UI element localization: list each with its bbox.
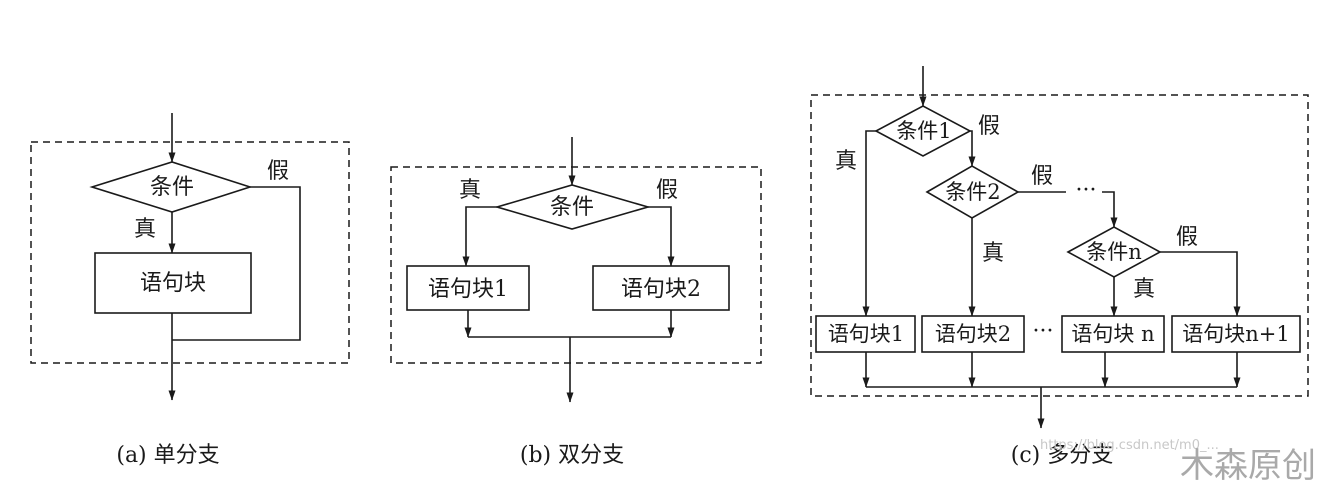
multi-cond1-label: 条件1 [896, 119, 951, 143]
multi-cond-ellipsis: ··· [1076, 178, 1097, 203]
multi-block-ellipsis: ··· [1033, 319, 1054, 344]
multi-false1-label: 假 [978, 114, 1000, 139]
single-block-label: 语句块 [140, 271, 206, 296]
double-false-label: 假 [656, 178, 678, 203]
single-dashed-frame [30, 141, 350, 364]
multi-branch-diagram: 条件1 真 假 条件2 真 假 ··· 条件n 真 假 语句块1 语句块2 ··… [810, 66, 1309, 468]
double-false-arrow [648, 206, 675, 267]
multi-caption: (c) 多分支 [1011, 443, 1113, 468]
single-caption: (a) 单分支 [116, 443, 219, 468]
double-true-label: 真 [459, 178, 481, 203]
multi-truen-label: 真 [1133, 277, 1155, 302]
multi-true2-label: 真 [982, 241, 1004, 266]
double-block1-label: 语句块1 [428, 277, 508, 302]
multi-false1-arrow [968, 130, 976, 167]
single-true-label: 真 [134, 217, 156, 242]
multi-block2-box [921, 315, 1025, 353]
single-condition-label: 条件 [150, 175, 194, 200]
double-dashed-frame [390, 166, 762, 364]
multi-blockn1-label: 语句块n+1 [1182, 322, 1289, 346]
double-condition-label: 条件 [550, 195, 594, 220]
multi-blockn-box [1061, 315, 1165, 353]
multi-blockn1-box [1171, 315, 1301, 353]
single-false-path [172, 186, 301, 341]
multi-dashed-frame [810, 94, 1309, 397]
multi-falsen-label: 假 [1176, 225, 1198, 250]
multi-cond2-label: 条件2 [945, 180, 1000, 204]
multi-to-condn-arrow [1102, 191, 1118, 228]
multi-false2-label: 假 [1031, 164, 1053, 189]
double-block2-label: 语句块2 [621, 277, 701, 302]
multi-true1-label: 真 [835, 149, 857, 174]
single-block-box [94, 252, 252, 314]
multi-true1-arrow [862, 130, 876, 317]
multi-block2-label: 语句块2 [935, 322, 1011, 346]
double-branch-diagram: 条件 真 假 语句块1 语句块2 (b) 双分支 [390, 137, 762, 468]
single-branch-diagram: 条件 真 语句块 假 (a) 单分支 [30, 113, 350, 468]
multi-condn-label: 条件n [1086, 240, 1142, 264]
multi-blockn-label: 语句块 n [1071, 322, 1154, 346]
double-caption: (b) 双分支 [520, 443, 624, 468]
multi-block1-label: 语句块1 [828, 322, 904, 346]
double-true-arrow [462, 206, 497, 267]
multi-block1-box [815, 315, 916, 353]
single-false-label: 假 [267, 159, 289, 184]
double-block2-box [592, 265, 730, 311]
watermark-url: https://blog.csdn.net/m0_... [1040, 438, 1219, 453]
watermark-brand: 木森原创 [1180, 446, 1316, 486]
double-block1-box [406, 265, 530, 311]
multi-falsen-arrow [1160, 251, 1241, 317]
